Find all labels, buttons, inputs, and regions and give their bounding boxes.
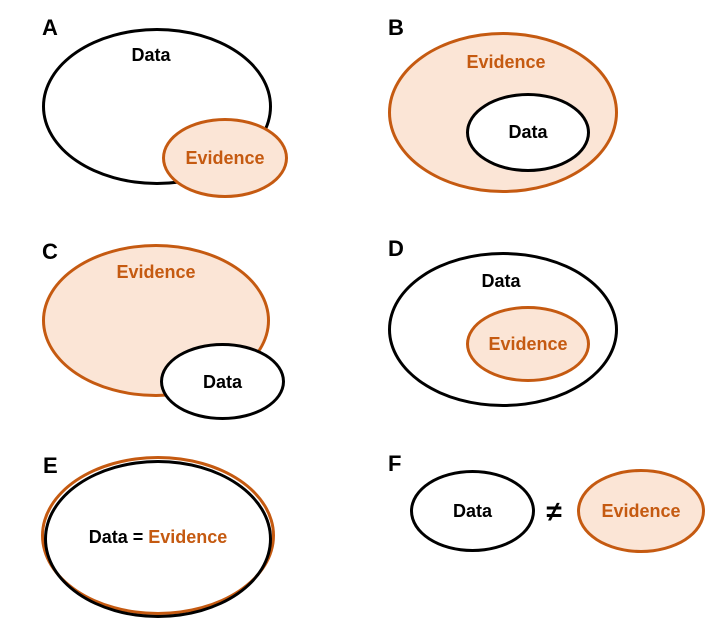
panel-f-data-label: Data xyxy=(452,501,492,521)
panel-e-equation: Data=Evidence xyxy=(43,527,273,547)
panel-e-data-ring xyxy=(44,460,272,618)
panel-a-data-ellipse xyxy=(42,28,272,185)
panel-f-letter: F xyxy=(388,451,402,476)
panel-c-evidence-label: Evidence xyxy=(116,262,196,282)
panel-b-data-label: Data xyxy=(508,122,548,142)
panel-e-equals-sign: = xyxy=(132,527,144,547)
panel-d-evidence-label: Evidence xyxy=(488,334,568,354)
panel-e-letter: E xyxy=(43,453,58,478)
panel-e-equation-right: Evidence xyxy=(148,527,228,547)
panel-a-letter: A xyxy=(42,15,58,40)
panel-d-evidence-ellipse xyxy=(466,306,590,382)
panel-b-letter: B xyxy=(388,15,404,40)
panel-a-evidence-ellipse xyxy=(162,118,288,198)
panel-a-data-label: Data xyxy=(131,45,171,65)
panel-c-letter: C xyxy=(42,239,58,264)
panel-b-evidence-label: Evidence xyxy=(466,52,546,72)
panel-d-data-label: Data xyxy=(481,271,521,291)
panel-b-data-ellipse xyxy=(466,93,590,172)
panel-f-evidence-label: Evidence xyxy=(601,501,681,521)
panel-c-data-ellipse xyxy=(160,343,285,420)
panel-d-data-ellipse xyxy=(388,252,618,407)
panel-f-not-equal-sign: ≠ xyxy=(546,496,562,527)
panel-c-data-label: Data xyxy=(202,372,242,392)
panel-f-evidence-ellipse xyxy=(577,469,705,553)
panel-a-evidence-label: Evidence xyxy=(185,148,265,168)
panel-d-letter: D xyxy=(388,236,404,261)
panel-e-equation-left: Data xyxy=(88,527,128,547)
panel-f-data-ellipse xyxy=(410,470,535,552)
